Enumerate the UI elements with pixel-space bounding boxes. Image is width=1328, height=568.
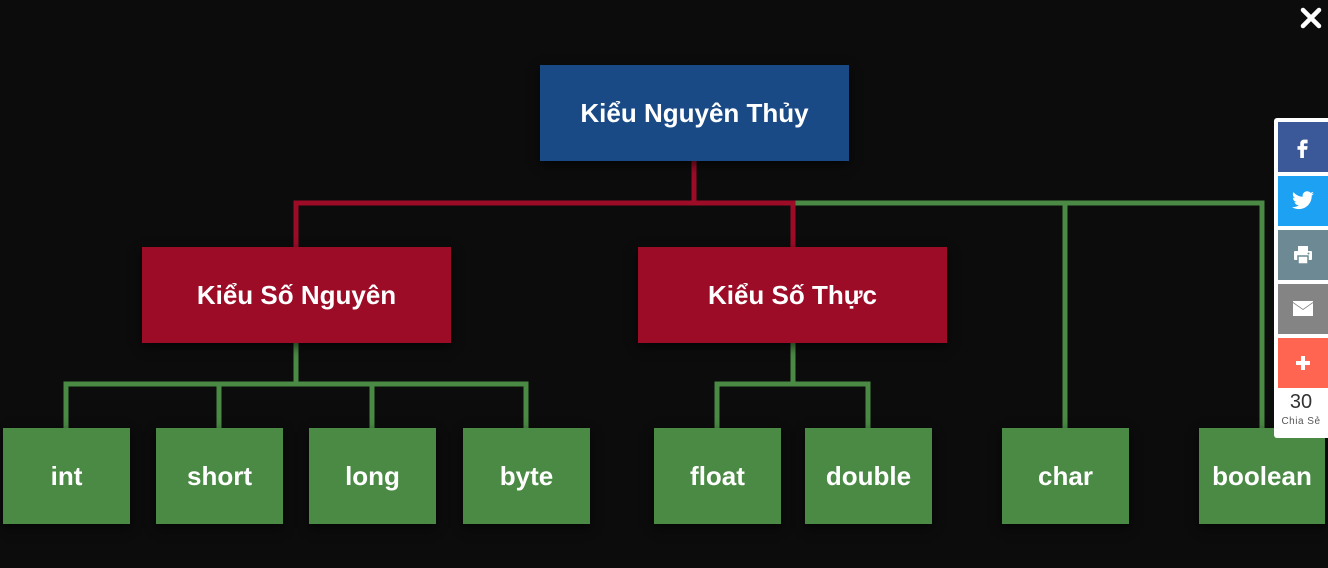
facebook-icon: [1297, 139, 1308, 158]
root-label: Kiểu Nguyên Thủy: [580, 97, 809, 128]
leaf-label-int: int: [50, 460, 83, 491]
print-icon: [1294, 246, 1312, 265]
leaf-node-float: float: [654, 428, 781, 524]
connector-real-bar: [714, 381, 871, 430]
leaf-node-long: long: [309, 428, 436, 524]
leaf-label-byte: byte: [499, 460, 554, 491]
connector-integer-bar: [63, 381, 529, 430]
share-count-label: Chia Sẻ: [1281, 416, 1321, 427]
real-group-node: Kiểu Số Thực: [638, 247, 947, 343]
share-print-button[interactable]: [1278, 230, 1328, 280]
leaf-node-double: double: [805, 428, 932, 524]
leaf-node-boolean: boolean: [1199, 428, 1325, 524]
leaf-label-boolean: boolean: [1212, 460, 1312, 491]
connector-to-char-boolean: [793, 200, 1265, 430]
red-connectors: [293, 160, 796, 248]
leaf-label-double: double: [825, 460, 912, 491]
leaf-node-byte: byte: [463, 428, 590, 524]
leaf-label-long: long: [345, 460, 400, 491]
share-more-button[interactable]: [1278, 338, 1328, 388]
share-facebook-button[interactable]: [1278, 122, 1328, 172]
leaf-node-int: int: [3, 428, 130, 524]
share-sidebar: 30 Chia Sẻ: [1274, 118, 1328, 438]
leaf-label-short: short: [187, 460, 252, 491]
email-icon: [1293, 301, 1313, 316]
leaf-label-float: float: [690, 460, 745, 491]
twitter-icon: [1292, 191, 1314, 210]
integer-group-label: Kiểu Số Nguyên: [196, 279, 397, 310]
close-button[interactable]: [1299, 6, 1323, 30]
root-node: Kiểu Nguyên Thủy: [540, 65, 849, 161]
share-email-button[interactable]: [1278, 284, 1328, 334]
integer-group-node: Kiểu Số Nguyên: [142, 247, 451, 343]
close-icon: [1300, 7, 1322, 29]
leaf-node-short: short: [156, 428, 283, 524]
plus-icon: [1296, 356, 1310, 370]
real-group-label: Kiểu Số Thực: [707, 279, 878, 310]
share-twitter-button[interactable]: [1278, 176, 1328, 226]
green-connectors: [63, 200, 1265, 430]
leaf-node-char: char: [1002, 428, 1129, 524]
connector-root-bar: [293, 200, 796, 248]
leaf-label-char: char: [1038, 460, 1093, 491]
share-count: 30: [1289, 391, 1313, 413]
